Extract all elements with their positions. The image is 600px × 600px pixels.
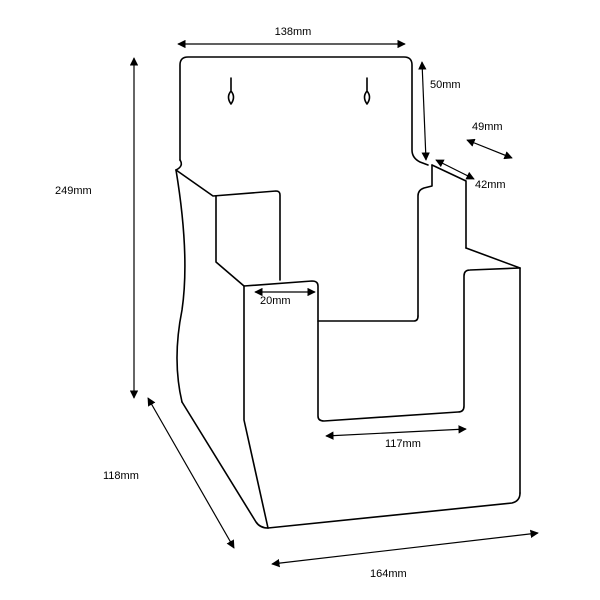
back-panel-outline: [179, 56, 429, 166]
keyhole-slot-right: [363, 77, 371, 105]
middle-pocket-side: [243, 285, 269, 529]
dim-label-top-width: 138mm: [275, 26, 312, 38]
dim-label-upper-step: 42mm: [475, 179, 506, 191]
dim-arrow-base-width: [271, 529, 539, 568]
top-pocket-front: [431, 164, 467, 249]
bottom-edge: [267, 492, 521, 529]
top-pocket-back-edge: [215, 195, 245, 287]
dim-arrow-pocket-depth: [466, 138, 513, 160]
dim-arrow-inner-width: [325, 425, 467, 440]
top-pocket-bottom: [317, 315, 419, 322]
dim-arrow-upper-step: [435, 159, 475, 180]
dim-label-depth: 118mm: [103, 470, 139, 482]
bottom-left-edge: [181, 401, 269, 529]
lower-pocket-top: [465, 247, 521, 269]
dim-label-pocket-lip: 20mm: [260, 295, 291, 307]
holder-outline: [175, 56, 521, 529]
keyhole-slot-left: [227, 77, 235, 105]
back-panel-left-notch: [175, 159, 183, 171]
dimension-labels: 138mm 50mm 49mm 42mm 249mm 20mm 117mm 11…: [55, 26, 506, 580]
dim-label-total-height: 249mm: [55, 185, 92, 197]
left-side-outline: [175, 169, 186, 403]
dim-label-back-tab: 50mm: [430, 79, 461, 91]
dimension-lines: [129, 39, 539, 568]
dim-label-base-width: 164mm: [370, 568, 407, 580]
dim-label-pocket-depth: 49mm: [472, 121, 503, 133]
top-pocket-side: [175, 169, 281, 281]
dim-label-inner-width: 117mm: [385, 438, 421, 450]
top-pocket-front-inner: [417, 164, 433, 317]
dim-arrow-back-tab: [418, 61, 430, 161]
dim-arrow-depth: [147, 397, 235, 549]
middle-pocket-front: [243, 267, 521, 422]
